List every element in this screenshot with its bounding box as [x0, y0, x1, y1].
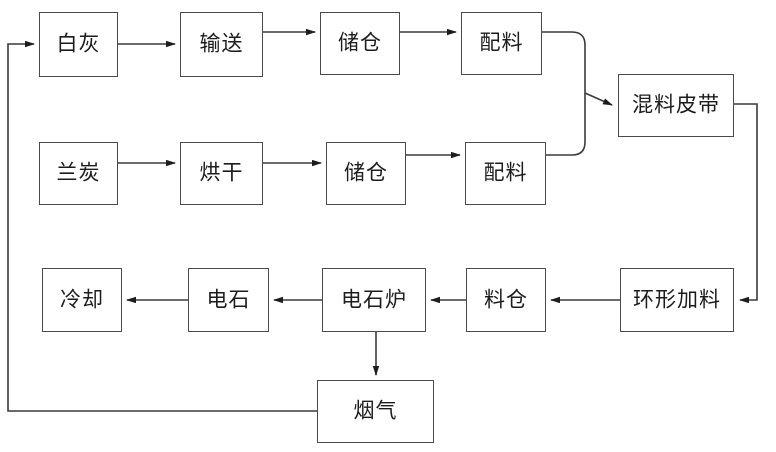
- node-dianshi[interactable]: 电石: [188, 268, 269, 332]
- node-label: 配料: [479, 30, 524, 55]
- node-label: 储仓: [344, 160, 388, 185]
- node-label: 烘干: [199, 160, 244, 185]
- node-peiliao-2[interactable]: 配料: [465, 142, 546, 205]
- node-chucang-2[interactable]: 储仓: [326, 142, 406, 205]
- edge-hunliao-to-huanxing: [734, 103, 758, 304]
- node-baihui[interactable]: 白灰: [39, 12, 118, 77]
- node-lantan[interactable]: 兰炭: [39, 142, 118, 205]
- edge-yanqi-to-baihui: [7, 40, 317, 412]
- node-shusong[interactable]: 输送: [180, 12, 263, 77]
- node-huanxing-jialiao[interactable]: 环形加料: [620, 268, 734, 332]
- node-label: 混料皮带: [632, 92, 720, 117]
- node-label: 环形加料: [633, 287, 721, 311]
- edge-peiliao2-to-merge: [546, 95, 586, 156]
- node-label: 料仓: [484, 287, 528, 311]
- node-peiliao-1[interactable]: 配料: [461, 12, 542, 75]
- edge-peiliao1-to-merge: [542, 31, 586, 95]
- node-label: 兰炭: [56, 160, 101, 185]
- node-dianshilu[interactable]: 电石炉: [322, 268, 426, 332]
- node-hunliao-pidai[interactable]: 混料皮带: [618, 74, 734, 137]
- node-chucang-1[interactable]: 储仓: [320, 12, 400, 75]
- node-yanqi[interactable]: 烟气: [317, 380, 434, 443]
- node-label: 烟气: [353, 398, 398, 423]
- node-label: 配料: [483, 160, 528, 185]
- node-lengque[interactable]: 冷却: [42, 268, 122, 332]
- node-label: 电石炉: [341, 287, 407, 311]
- node-label: 电石: [206, 287, 251, 311]
- edge-merge-to-hunliao: [584, 92, 613, 106]
- node-liaocang[interactable]: 料仓: [466, 268, 546, 332]
- node-label: 冷却: [60, 287, 104, 311]
- node-label: 输送: [199, 31, 244, 56]
- node-honggan[interactable]: 烘干: [180, 142, 263, 205]
- node-label: 白灰: [56, 31, 101, 56]
- node-label: 储仓: [338, 30, 382, 55]
